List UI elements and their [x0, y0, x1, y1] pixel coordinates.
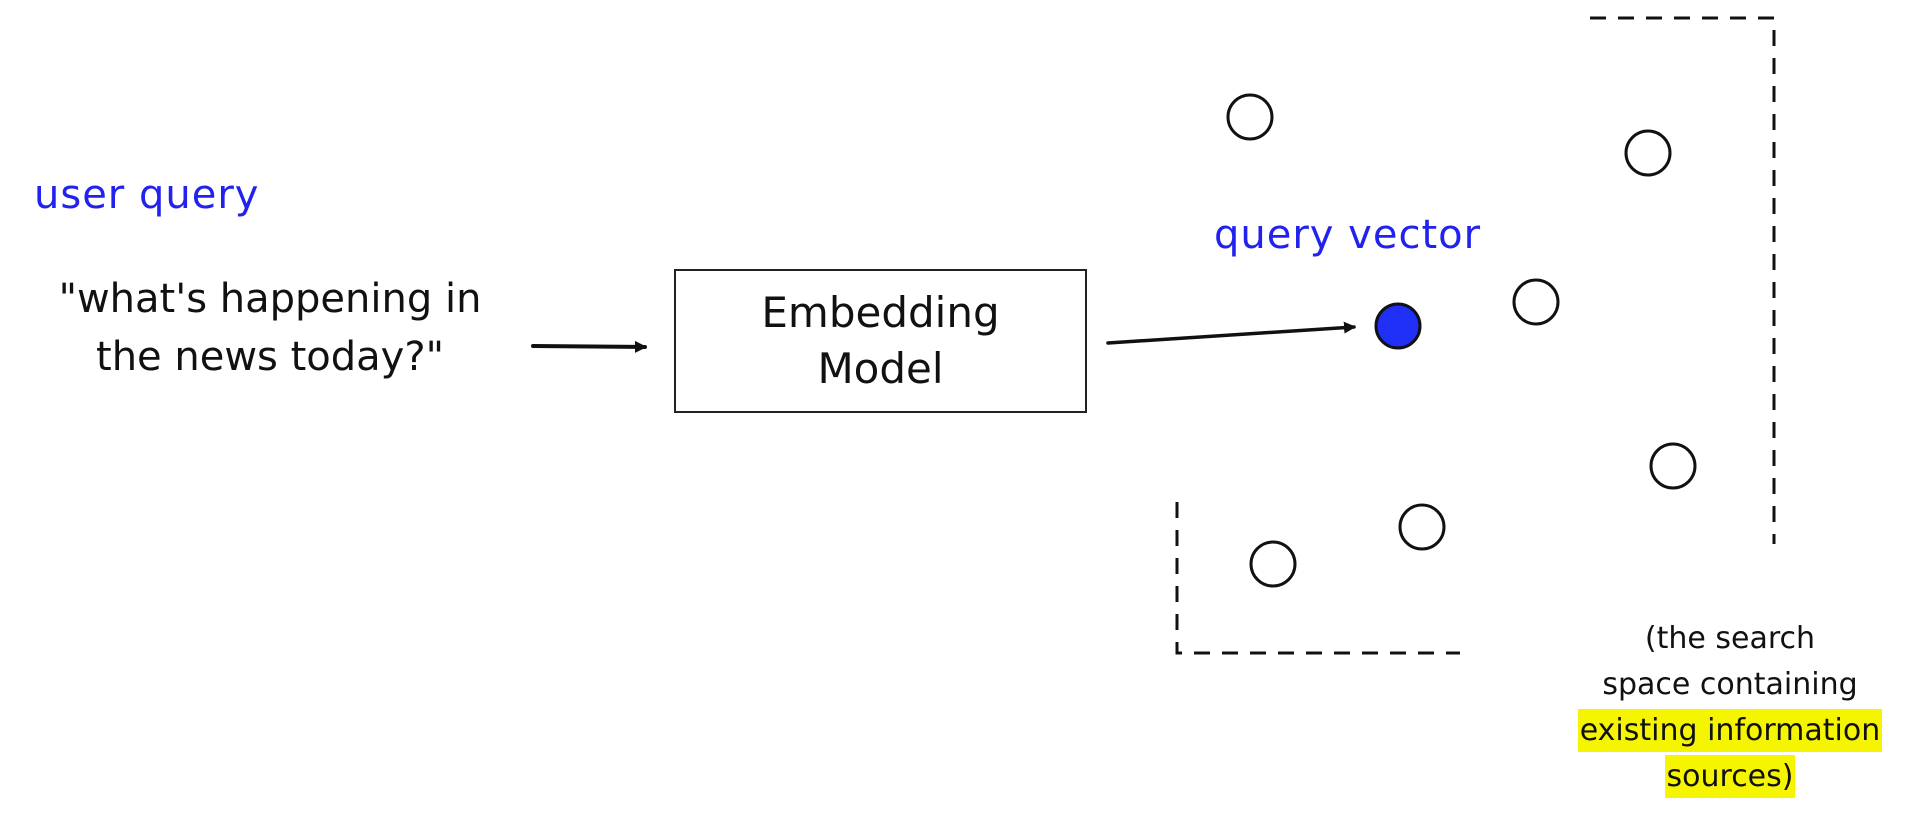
- document-point: [1249, 540, 1297, 588]
- document-point: [1398, 503, 1446, 551]
- embedding-model-label-line: Embedding: [761, 288, 1000, 337]
- arrow-query-to-model: [531, 340, 647, 353]
- document-point: [1624, 129, 1672, 177]
- document-point: [1226, 93, 1274, 141]
- caption-line: (the search: [1644, 621, 1816, 656]
- user-query-line: the news today?": [96, 334, 444, 380]
- embedding-model-label-line: Model: [817, 344, 944, 393]
- embedding-model-box: Embedding Model: [674, 269, 1087, 413]
- search-space-boundary-top-right: [1590, 16, 1776, 544]
- query-vector-point: [1374, 302, 1422, 350]
- document-point: [1512, 278, 1560, 326]
- user-query-heading: user query: [34, 172, 260, 218]
- caption-line-wrapper: existing information: [1535, 708, 1920, 754]
- search-space-caption: (the search space containing existing in…: [1535, 616, 1920, 800]
- document-point: [1649, 442, 1697, 490]
- caption-highlight: sources): [1664, 755, 1796, 798]
- user-query-line: "what's happening in: [58, 276, 482, 322]
- search-space-boundary-bottom-left: [1175, 502, 1460, 655]
- arrow-model-to-vector: [1106, 321, 1356, 345]
- user-query-text: "what's happening in the news today?": [0, 270, 540, 386]
- caption-line: space containing: [1602, 667, 1858, 702]
- caption-highlight: existing information: [1577, 709, 1883, 752]
- caption-line-wrapper: sources): [1535, 754, 1920, 800]
- query-vector-heading: query vector: [1214, 212, 1482, 258]
